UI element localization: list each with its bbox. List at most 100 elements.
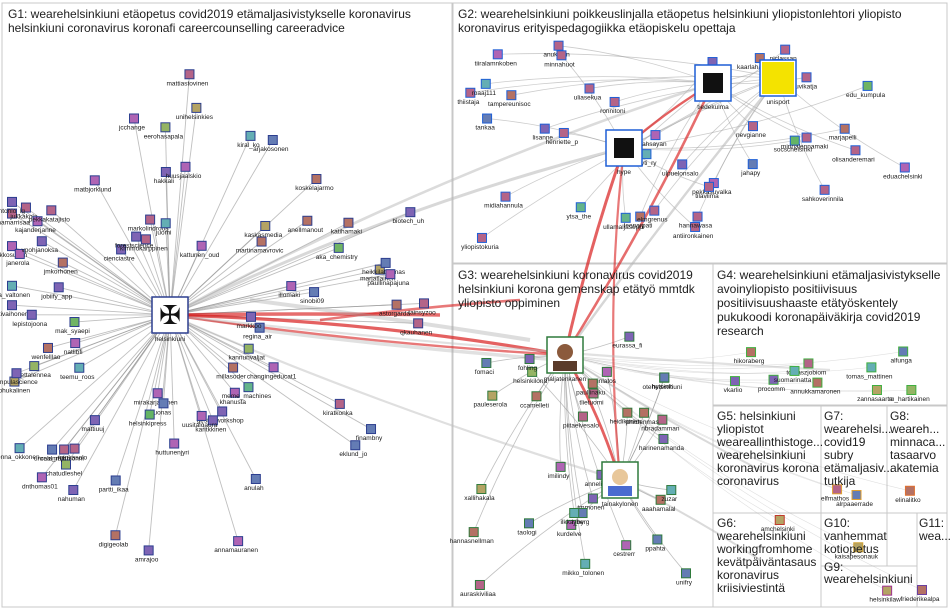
node-anulah[interactable]: anulah <box>244 473 264 492</box>
node-changing[interactable]: changingeducat1 <box>247 362 297 381</box>
node-kajander[interactable]: kajanderjanne <box>15 216 56 235</box>
node-ulla[interactable]: ullamaljaseppl <box>603 212 645 231</box>
node-taina[interactable]: tainakylonen <box>601 461 639 508</box>
node-suvikatja[interactable]: suvikatja <box>792 72 818 91</box>
node-pitteksal[interactable]: piitaelvesalo <box>563 411 599 430</box>
node-khaltusk[interactable]: khanusta <box>220 387 247 406</box>
node-tainsyzoo[interactable]: tainsyzoo <box>408 298 436 317</box>
node-midiahann[interactable]: midiahannula <box>484 191 523 210</box>
node-lisanne[interactable]: lisanne <box>532 123 553 142</box>
node-hakkali[interactable]: hakkali <box>154 166 174 185</box>
node-elfmathos[interactable]: elfmathos <box>821 484 850 503</box>
node-helsinkilona[interactable]: helsinkilona <box>513 366 548 385</box>
node-ilkka[interactable]: ilkka_hy <box>560 507 585 526</box>
node-unisport[interactable]: unisport <box>759 59 797 106</box>
node-karitkk[interactable]: karitkkinen <box>195 415 227 434</box>
node-eduachel[interactable]: eduachelsinki <box>883 162 923 181</box>
node-kattunen[interactable]: kattunen_oud <box>180 240 220 259</box>
node-mak[interactable]: mak_syaepi <box>55 317 90 336</box>
node-ytsa[interactable]: ytsa_the <box>566 202 591 221</box>
node-tmmonen[interactable]: tmmonen <box>577 493 605 512</box>
node-roaaj[interactable]: roaaj111 <box>472 78 497 97</box>
node-teemu[interactable]: teemu_roos <box>60 362 95 381</box>
node-taolog[interactable]: taologi <box>517 518 537 537</box>
node-mirakarj[interactable]: mirakarjalainen <box>134 388 178 407</box>
node-eklund[interactable]: eklund_jo <box>339 440 368 459</box>
node-alfung[interactable]: alfunga <box>891 346 913 365</box>
node-socschelsinki[interactable]: socschelsinki <box>774 135 812 154</box>
node-lepisto[interactable]: lepistojoona <box>12 309 48 328</box>
node-kaisapesona[interactable]: kaisapesonauk <box>835 542 879 561</box>
node-regina[interactable]: regina_air <box>243 322 273 341</box>
node-xallihakala[interactable]: xallihakala <box>464 484 495 503</box>
node-annamaur[interactable]: annamauranen <box>214 536 258 555</box>
node-partti[interactable]: partti_ikaa <box>99 475 129 494</box>
node-martinamav[interactable]: martinamavrovic <box>236 236 284 255</box>
node-auraskivi[interactable]: auraskiviliaa <box>460 579 496 598</box>
node-jukkakola[interactable]: jukkakola <box>9 202 38 221</box>
node-arjako[interactable]: arjakosonen <box>253 135 289 154</box>
node-katihamaki[interactable]: katihamaki <box>331 217 362 236</box>
node-mattiasto[interactable]: mattiastovinen <box>167 69 209 88</box>
node-olisander[interactable]: olisanderemari <box>832 145 875 164</box>
node-qkauhanen[interactable]: qkauhanen <box>400 318 433 337</box>
node-marjatlaine[interactable]: marjatlainen <box>360 264 396 283</box>
node-kurdelve[interactable]: kurdelve <box>557 519 582 538</box>
node-phildenmas[interactable]: phildenmas <box>625 407 659 426</box>
node-millasoder[interactable]: millasoder <box>216 362 247 381</box>
node-hannawasa[interactable]: hannawasa <box>679 211 713 230</box>
node-friederike[interactable]: friederikealpa <box>900 585 940 604</box>
node-huuskela[interactable]: huusjaalskio <box>166 161 202 180</box>
node-zannasaarta[interactable]: zannasaarta <box>857 385 893 404</box>
node-gestalt[interactable]: gestaltworkshop <box>197 406 244 425</box>
node-eerohasapala[interactable]: eerohasapala <box>144 122 184 141</box>
node-unifry[interactable]: unifry <box>676 568 693 587</box>
node-nahuman[interactable]: nahuman <box>58 485 85 504</box>
node-dnthomas[interactable]: dnthomas01 <box>22 472 58 491</box>
node-antiironk[interactable]: antiironkainen <box>673 221 714 240</box>
node-marjapelli[interactable]: marjapelli <box>829 123 857 142</box>
node-imkkosun[interactable]: imkkosunen <box>0 241 28 260</box>
node-zuzar[interactable]: zuzar <box>661 485 678 504</box>
node-tuonas[interactable]: tuonas <box>152 398 172 417</box>
node-nhartikainen[interactable]: m_hartikainen <box>889 385 930 404</box>
node-uusitalo[interactable]: uusitaloaura <box>182 410 218 429</box>
node-annukkamar[interactable]: annukkamaronen <box>790 377 841 396</box>
node-ulpuelo[interactable]: ulpuelonsalo <box>662 159 699 178</box>
node-kiral[interactable]: kiral_ko <box>237 130 260 149</box>
node-vkarlio[interactable]: vkarlio <box>724 376 743 395</box>
node-jcchange[interactable]: jcchange <box>118 113 145 132</box>
node-juomi[interactable]: juomi <box>155 218 172 237</box>
node-elmgrenus[interactable]: elmgrenus <box>637 205 668 224</box>
node-tilaviima[interactable]: tilaviima <box>695 181 719 200</box>
node-calamarch[interactable]: calamarchionni <box>40 444 84 463</box>
node-illomaki[interactable]: illomaki <box>278 281 300 300</box>
node-sinobi[interactable]: sinobi09 <box>300 287 325 306</box>
node-hannasnell[interactable]: hannasnellman <box>450 527 494 546</box>
node-biotech[interactable]: biotech_uh <box>392 207 425 226</box>
node-pauleserola[interactable]: pauleserola <box>474 390 508 409</box>
node-jmkorhonen[interactable]: jmkorhonen <box>43 257 78 276</box>
node-niclassan[interactable]: niclassan <box>770 44 797 63</box>
node-minnahuot[interactable]: minnahuot <box>544 50 575 68</box>
node-mervi[interactable]: maljatenkanen <box>544 336 587 383</box>
node-fohling[interactable]: fohling <box>518 354 538 373</box>
node-jobiify[interactable]: jobiify_app <box>40 282 73 301</box>
node-tankaa[interactable]: tankaa <box>475 113 495 132</box>
node-heidikonen[interactable]: heidikonen <box>610 407 642 426</box>
node-miettalennea[interactable]: miettalennea <box>14 361 52 380</box>
node-edu[interactable]: edu_kumpula <box>846 80 885 99</box>
node-leenarpati[interactable]: leenarpati <box>624 211 653 230</box>
node-tomas[interactable]: tomas_mattinen <box>846 362 893 381</box>
node-hikoraberg[interactable]: hikoraberg <box>734 347 765 366</box>
node-helsinkipress[interactable]: helsinkipress <box>129 409 167 428</box>
node-kumpula[interactable]: kumpulascience <box>0 368 38 387</box>
node-ppahta[interactable]: ppahta <box>645 534 666 553</box>
node-ciencia[interactable]: cienciastre <box>104 244 135 263</box>
node-jahapy[interactable]: jahapy <box>740 159 761 178</box>
node-matbjork[interactable]: matbjorklund <box>74 175 112 194</box>
node-tampereuni[interactable]: tampereunisoc <box>488 90 531 109</box>
node-pekkakata[interactable]: pekkakatajisto <box>29 205 71 224</box>
node-fomaci[interactable]: fomaci <box>475 357 494 376</box>
